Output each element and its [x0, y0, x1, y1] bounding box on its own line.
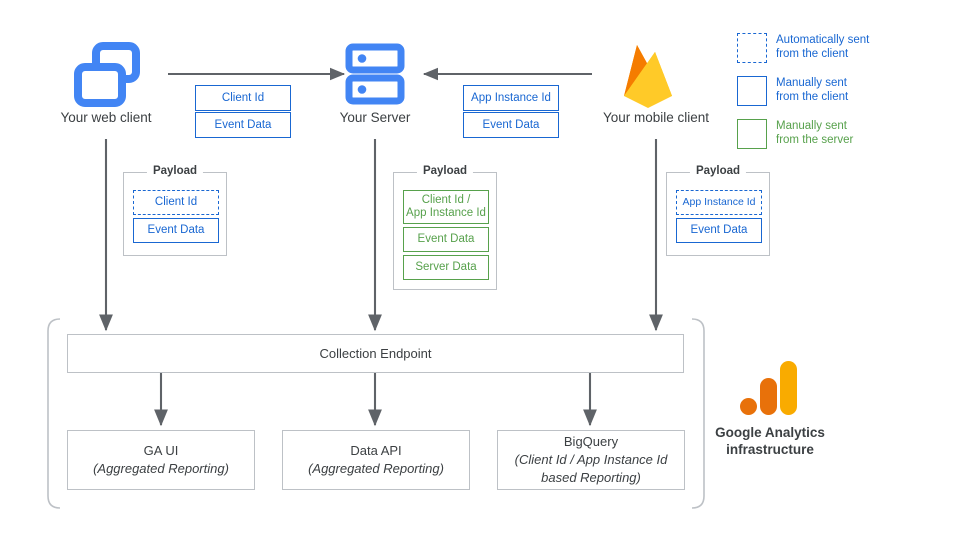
ga-caption-line-2: infrastructure — [726, 442, 814, 457]
output-title: GA UI — [143, 443, 179, 458]
output-title: BigQuery — [563, 434, 619, 449]
output-box-data-api: Data API (Aggregated Reporting) — [282, 430, 470, 490]
google-analytics-logo — [740, 361, 797, 415]
payload-server: Payload Client Id / App Instance Id Even… — [393, 165, 497, 290]
output-subtitle: (Aggregated Reporting) — [308, 461, 444, 476]
ga-caption-line-1: Google Analytics — [715, 425, 825, 440]
legend-swatch-solid-blue-icon — [737, 76, 767, 106]
bracket-right — [691, 318, 705, 509]
chip-mobile-app-instance-id: App Instance Id — [463, 85, 559, 111]
bracket-left — [47, 318, 61, 509]
chip-web-client-id: Client Id — [195, 85, 291, 111]
legend-line-2: from the client — [776, 91, 849, 103]
payload-web-client: Payload Client Id Event Data — [123, 165, 227, 256]
web-client-label: Your web client — [60, 110, 152, 125]
legend-label: Manually sent from the client — [776, 76, 848, 104]
legend-swatch-dashed-blue-icon — [737, 33, 767, 63]
payload-item-client-or-app-instance-id: Client Id / App Instance Id — [403, 190, 489, 224]
payload-title: Payload — [146, 165, 204, 177]
output-subtitle: (Aggregated Reporting) — [93, 461, 229, 476]
payload-item-client-id: Client Id — [133, 190, 219, 215]
payload-item-server-data: Server Data — [403, 255, 489, 280]
legend-line-2: from the server — [776, 134, 854, 146]
legend-label: Automatically sent from the client — [776, 33, 869, 61]
output-box-bigquery: BigQuery (Client Id / App Instance Id ba… — [497, 430, 685, 490]
output-title: Data API — [350, 443, 402, 458]
chip-web-event-data: Event Data — [195, 112, 291, 138]
mobile-client-label: Your mobile client — [602, 110, 710, 125]
legend-line-1: Manually sent — [776, 77, 847, 89]
payload-item-event-data: Event Data — [676, 218, 762, 243]
ga-infrastructure-caption: Google Analytics infrastructure — [690, 424, 850, 458]
legend-item-automatic: Automatically sent from the client — [737, 33, 947, 63]
payload-item-event-data: Event Data — [403, 227, 489, 252]
web-client-icon — [74, 42, 140, 107]
chip-mobile-event-data: Event Data — [463, 112, 559, 138]
payload-item-line1: Client Id / App Instance Id — [406, 194, 486, 219]
payload-title: Payload — [689, 165, 747, 177]
server-icon — [345, 43, 405, 105]
payload-mobile-client: Payload App Instance Id Event Data — [666, 165, 770, 256]
firebase-icon — [624, 45, 672, 108]
payload-title: Payload — [416, 165, 474, 177]
legend-item-manual-server: Manually sent from the server — [737, 119, 947, 149]
legend-line-2: from the client — [776, 48, 849, 60]
output-subtitle: (Client Id / App Instance Id based Repor… — [514, 452, 668, 485]
legend-item-manual-client: Manually sent from the client — [737, 76, 947, 106]
collection-endpoint-box: Collection Endpoint — [67, 334, 684, 373]
payload-item-app-instance-id: App Instance Id — [676, 190, 762, 215]
legend: Automatically sent from the client Manua… — [737, 33, 947, 149]
legend-label: Manually sent from the server — [776, 119, 853, 147]
legend-swatch-solid-green-icon — [737, 119, 767, 149]
output-box-ga-ui: GA UI (Aggregated Reporting) — [67, 430, 255, 490]
legend-line-1: Manually sent — [776, 120, 847, 132]
legend-line-1: Automatically sent — [776, 34, 870, 46]
payload-item-event-data: Event Data — [133, 218, 219, 243]
server-label: Your Server — [339, 110, 411, 125]
